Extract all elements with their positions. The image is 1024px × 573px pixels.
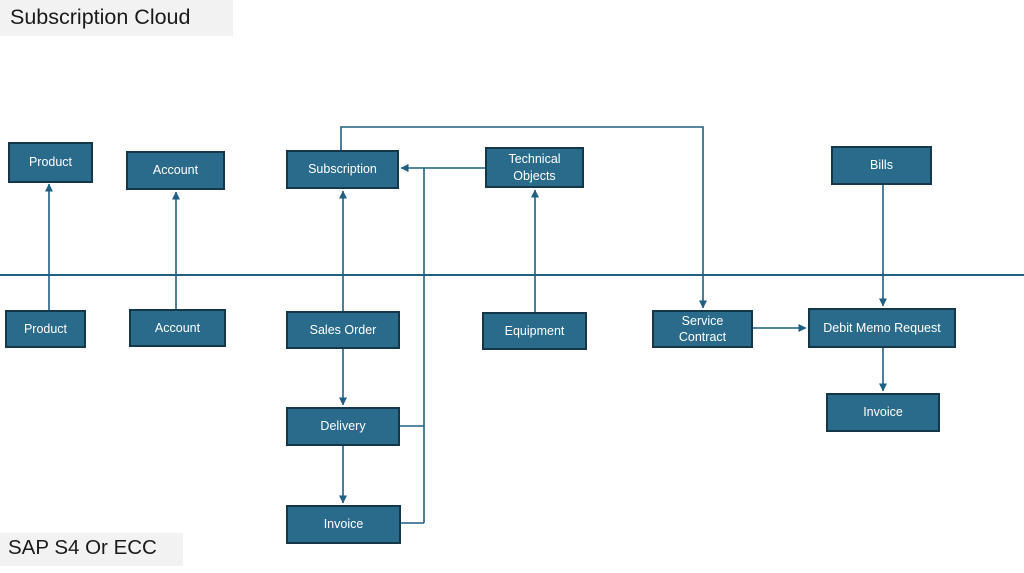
node-label: Product: [28, 155, 73, 170]
node-debit-memo-request: Debit Memo Request: [808, 308, 956, 348]
lane-title-subscription-cloud: Subscription Cloud: [0, 0, 233, 36]
node-product-erp: Product: [5, 310, 86, 348]
node-sales-order: Sales Order: [286, 311, 400, 349]
node-label: Product: [23, 321, 68, 336]
node-account-erp: Account: [129, 309, 226, 347]
node-label: Equipment: [504, 323, 565, 338]
node-bills: Bills: [831, 146, 932, 185]
node-label: Service Contract: [678, 313, 727, 344]
node-label: Subscription: [308, 162, 377, 177]
node-account-cloud: Account: [126, 151, 225, 190]
node-label: Account: [154, 320, 201, 335]
node-label: Debit Memo Request: [823, 320, 941, 335]
node-subscription: Subscription: [286, 150, 399, 189]
node-equipment: Equipment: [482, 312, 587, 350]
node-label: Delivery: [320, 419, 366, 434]
node-label: Technical Objects: [508, 152, 561, 183]
node-delivery: Delivery: [286, 407, 400, 446]
node-label: Invoice: [323, 517, 364, 532]
node-label: Invoice: [863, 405, 903, 420]
lane-title-sap-s4-or-ecc: SAP S4 Or ECC: [0, 533, 183, 566]
node-label: Account: [152, 163, 199, 178]
node-label: Bills: [870, 158, 893, 173]
node-label: Sales Order: [309, 322, 377, 337]
node-invoice-dmr: Invoice: [826, 393, 940, 432]
node-invoice-delivery: Invoice: [286, 505, 401, 544]
node-service-contract: Service Contract: [652, 310, 753, 348]
node-product-cloud: Product: [8, 142, 93, 183]
node-technical-objects: Technical Objects: [485, 147, 584, 188]
